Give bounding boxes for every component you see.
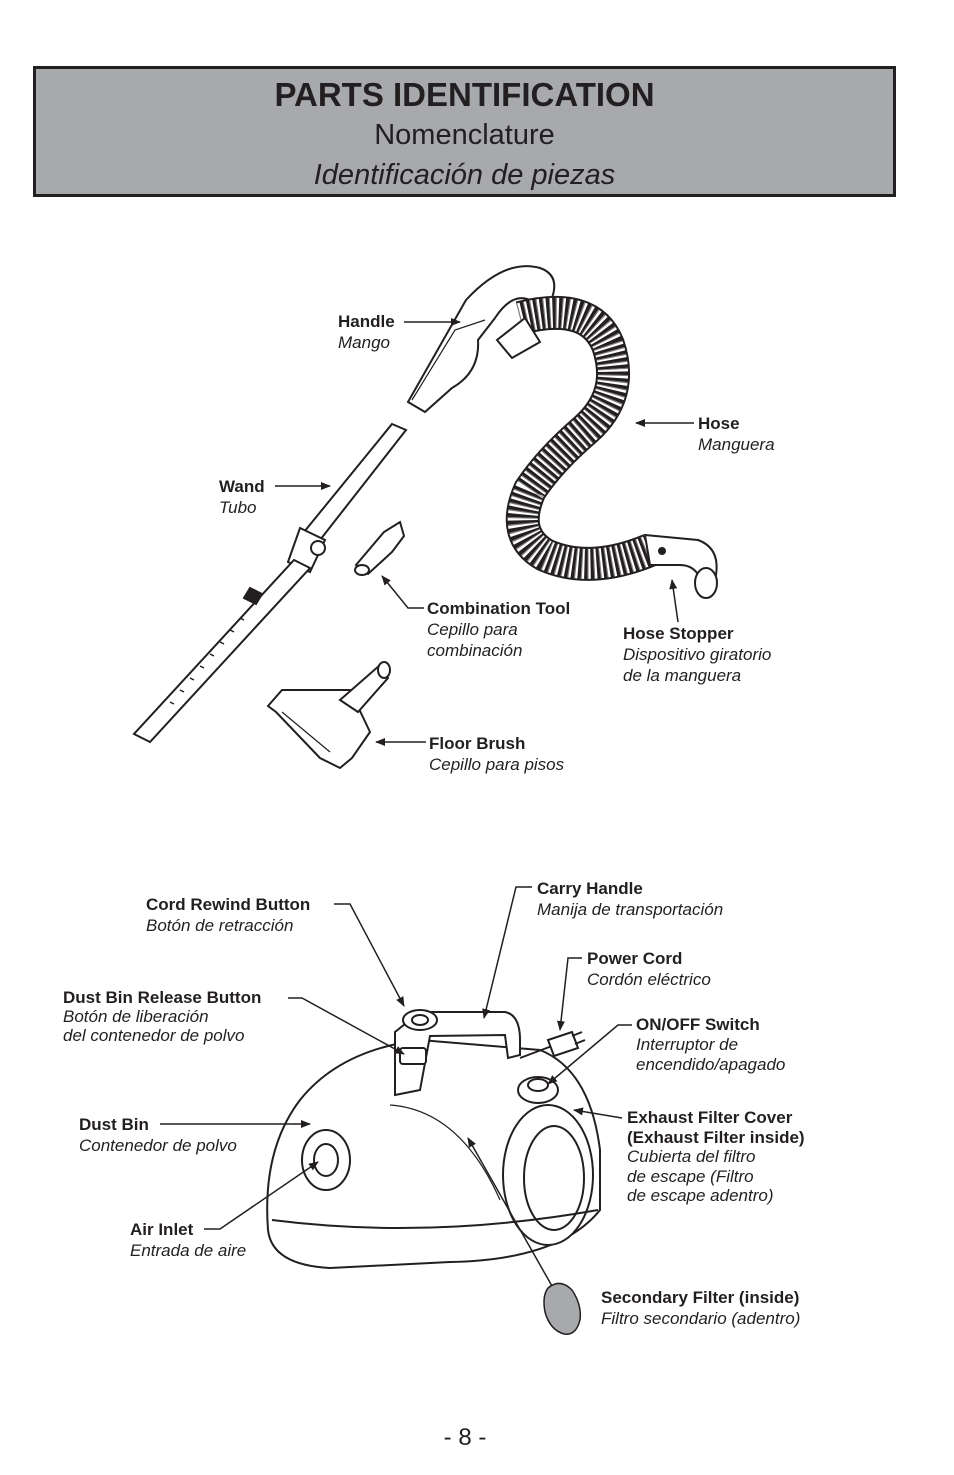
secondary-filter-illustration xyxy=(544,1283,580,1334)
label-secondary-filter: Secondary Filter (inside) Filtro seconda… xyxy=(601,1287,800,1329)
label-dust-bin-release-button: Dust Bin Release Button Botón de liberac… xyxy=(63,988,261,1045)
label-hose: Hose Manguera xyxy=(698,413,775,455)
label-exhaust-filter-cover: Exhaust Filter Cover (Exhaust Filter ins… xyxy=(627,1108,805,1206)
hose-stopper-illustration xyxy=(645,535,717,598)
label-combination-tool: Combination Tool Cepillo para combinació… xyxy=(427,598,570,661)
canister-body-illustration xyxy=(267,1010,600,1268)
label-floor-brush: Floor Brush Cepillo para pisos xyxy=(429,733,564,775)
label-carry-handle: Carry Handle Manija de transportación xyxy=(537,878,723,920)
label-wand: Wand Tubo xyxy=(219,476,265,518)
hose-illustration xyxy=(497,313,650,564)
label-handle: Handle Mango xyxy=(338,311,395,353)
label-on-off-switch: ON/OFF Switch Interruptor de encendido/a… xyxy=(636,1015,785,1075)
label-air-inlet: Air Inlet Entrada de aire xyxy=(130,1219,246,1261)
label-cord-rewind-button: Cord Rewind Button Botón de retracción xyxy=(146,894,310,936)
label-power-cord: Power Cord Cordón eléctrico xyxy=(587,948,711,990)
combination-tool-illustration xyxy=(355,522,404,575)
label-hose-stopper: Hose Stopper Dispositivo giratorio de la… xyxy=(623,623,771,686)
page-number: - 8 - xyxy=(0,1424,930,1452)
power-cord-illustration xyxy=(520,1032,585,1058)
floor-brush-illustration xyxy=(268,662,390,768)
label-dust-bin: Dust Bin Contenedor de polvo xyxy=(79,1114,237,1156)
